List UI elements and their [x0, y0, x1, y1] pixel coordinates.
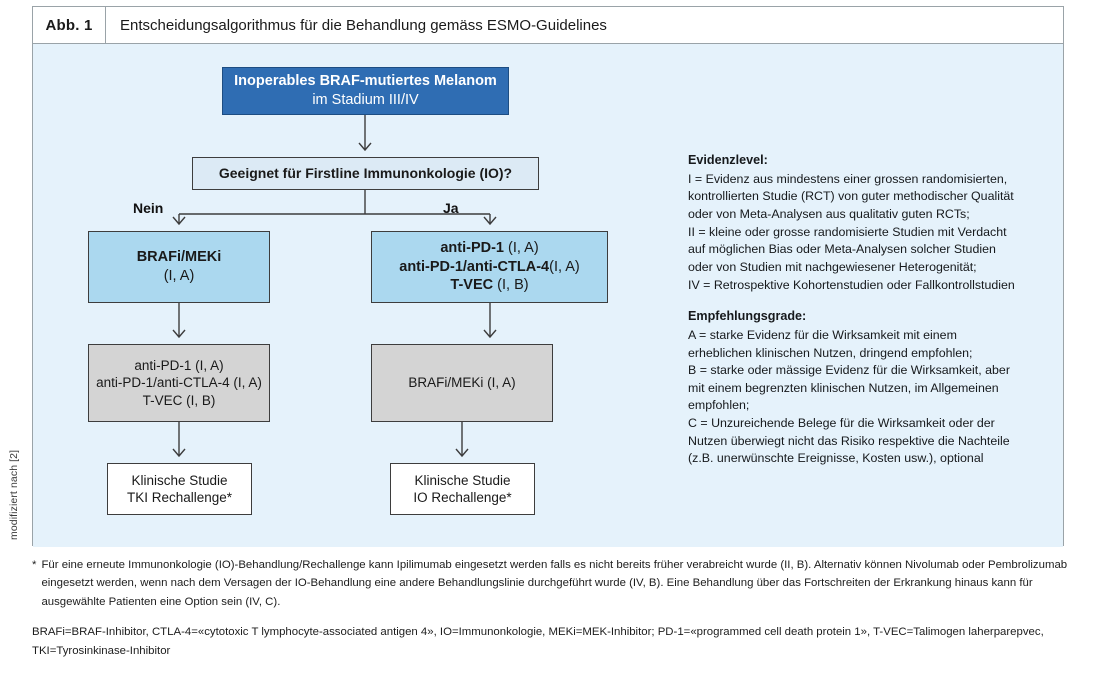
node-trial-left-line2: TKI Rechallenge* [126, 490, 233, 505]
legend-grades-line-0: A = starke Evidenz für die Wirksamkeit m… [688, 328, 957, 343]
node-firstline-yes: anti-PD-1 (I, A) anti-PD-1/anti-CTLA-4(I… [371, 231, 608, 303]
figure-frame: Abb. 1 Entscheidungsalgorithmus für die … [32, 6, 1064, 547]
legend-grades-line-6: Nutzen überwiegt nicht das Risiko respek… [688, 433, 1010, 448]
node-secondline-left-line3: T-VEC (I, B) [142, 392, 216, 408]
node-firstline-no-line2: (I, A) [163, 268, 195, 284]
branch-label-no: Nein [133, 200, 164, 216]
node-firstline-yes-line3-grade: (I, B) [493, 277, 529, 294]
node-firstline-yes-line2-drug: anti-PD-1/anti-CTLA-4 [399, 258, 550, 275]
legend-evidence-line-3: II = kleine oder grosse randomisierte St… [688, 224, 1007, 239]
node-secondline-right-line1: BRAFi/MEKi (I, A) [408, 375, 516, 391]
node-secondline-left-line1: anti-PD-1 (I, A) [134, 358, 224, 374]
node-firstline-yes-line2: anti-PD-1/anti-CTLA-4(I, A) [399, 258, 579, 277]
node-firstline-yes-line1-drug: anti-PD-1 [440, 240, 504, 257]
footnote-star: * Für eine erneute Immunonkologie (IO)-B… [32, 556, 1072, 611]
node-trial-right-line1: Klinische Studie [414, 472, 511, 488]
footnote-star-text: Für eine erneute Immunonkologie (IO)-Beh… [41, 559, 1068, 608]
legend-evidence-line-2: oder von Meta-Analysen aus qualitativ gu… [688, 207, 970, 222]
source-credit: modifiziert nach [2] [8, 449, 20, 540]
legend-grades-line-3: mit einem begrenzten klinischen Nutzen, … [688, 380, 999, 395]
footnote-star-marker: * [32, 559, 37, 571]
branch-label-yes: Ja [443, 200, 459, 216]
node-diagnosis-line2: im Stadium III/IV [312, 92, 419, 108]
legend-spacer [688, 294, 1038, 308]
node-firstline-yes-line3-drug: T-VEC [450, 277, 494, 294]
legend-evidence-line-1: kontrollierten Studie (RCT) von guter me… [688, 189, 1014, 204]
figure-number: Abb. 1 [33, 7, 106, 43]
node-decision-firstline-io: Geeignet für Firstline Immunonkologie (I… [192, 157, 539, 190]
legend-evidence-line-5: oder von Studien mit nachgewiesener Hete… [688, 259, 977, 274]
legend-evidence-line-0: I = Evidenz aus mindestens einer grossen… [688, 171, 1008, 186]
figure-titlebar: Abb. 1 Entscheidungsalgorithmus für die … [33, 7, 1063, 44]
node-firstline-no-line1: BRAFi/MEKi [136, 249, 222, 266]
node-trial-left-line1: Klinische Studie [131, 472, 228, 488]
node-diagnosis: Inoperables BRAF-mutiertes Melanom im St… [222, 67, 509, 115]
figure-title: Entscheidungsalgorithmus für die Behandl… [120, 16, 607, 34]
node-firstline-yes-line3: T-VEC (I, B) [450, 276, 528, 295]
abbreviations-text: BRAFi=BRAF-Inhibitor, CTLA-4=«cytotoxic … [32, 626, 1044, 657]
legend-grades-line-2: B = starke oder mässige Evidenz für die … [688, 363, 1010, 378]
legend-block: Evidenzlevel: I = Evidenz aus mindestens… [688, 152, 1038, 468]
node-firstline-yes-line1: anti-PD-1 (I, A) [440, 239, 538, 258]
diagram-panel: Inoperables BRAF-mutiertes Melanom im St… [33, 44, 1063, 547]
node-firstline-yes-line2-grade: (I, A) [549, 258, 580, 275]
legend-grades-line-4: empfohlen; [688, 398, 750, 413]
node-firstline-no: BRAFi/MEKi (I, A) [88, 231, 270, 303]
node-secondline-right: BRAFi/MEKi (I, A) [371, 344, 553, 422]
node-secondline-left: anti-PD-1 (I, A) anti-PD-1/anti-CTLA-4 (… [88, 344, 270, 422]
footnotes-block: * Für eine erneute Immunonkologie (IO)-B… [32, 556, 1072, 660]
node-decision-label: Geeignet für Firstline Immunonkologie (I… [218, 164, 513, 181]
legend-grades-heading: Empfehlungsgrade: [688, 309, 807, 324]
legend-evidence-line-4: auf möglichen Bias oder Meta-Analysen so… [688, 242, 996, 257]
legend-evidence-heading: Evidenzlevel: [688, 153, 768, 167]
legend-evidence-line-6: IV = Retrospektive Kohortenstudien oder … [688, 277, 1015, 292]
node-trial-left: Klinische Studie TKI Rechallenge* [107, 463, 252, 515]
node-diagnosis-line1: Inoperables BRAF-mutiertes Melanom [234, 73, 497, 90]
node-trial-right: Klinische Studie IO Rechallenge* [390, 463, 535, 515]
legend-grades-line-1: erheblichen klinischen Nutzen, dringend … [688, 345, 973, 360]
node-trial-right-line2: IO Rechallenge* [413, 490, 512, 505]
legend-grades-line-5: C = Unzureichende Belege für die Wirksam… [688, 416, 995, 431]
node-firstline-yes-line1-grade: (I, A) [504, 240, 539, 257]
node-secondline-left-line2: anti-PD-1/anti-CTLA-4 (I, A) [96, 375, 262, 391]
legend-grades-line-7: (z.B. unerwünschte Ereignisse, Kosten us… [688, 451, 984, 466]
